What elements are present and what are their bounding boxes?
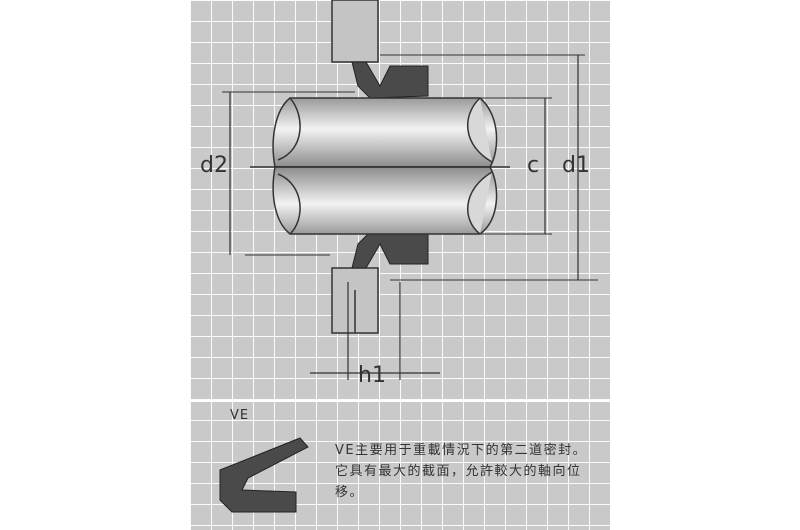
shaft-upper-half	[272, 97, 498, 168]
label-c: c	[527, 153, 539, 178]
label-d1: d1	[562, 153, 590, 178]
section-divider	[190, 400, 610, 402]
ve-seal-profile-icon	[219, 437, 309, 513]
lower-seal-profile	[351, 231, 429, 269]
housing-wall-top	[331, 0, 379, 63]
label-h1: h1	[358, 363, 386, 388]
upper-seal-profile	[351, 61, 429, 99]
label-d2: d2	[200, 153, 228, 178]
seal-description: VE主要用于重載情況下的第二道密封。它具有最大的截面，允許較大的軸向位移。	[335, 443, 588, 500]
seal-type-label: VE	[230, 408, 250, 423]
shaft-lower-half	[272, 166, 498, 235]
